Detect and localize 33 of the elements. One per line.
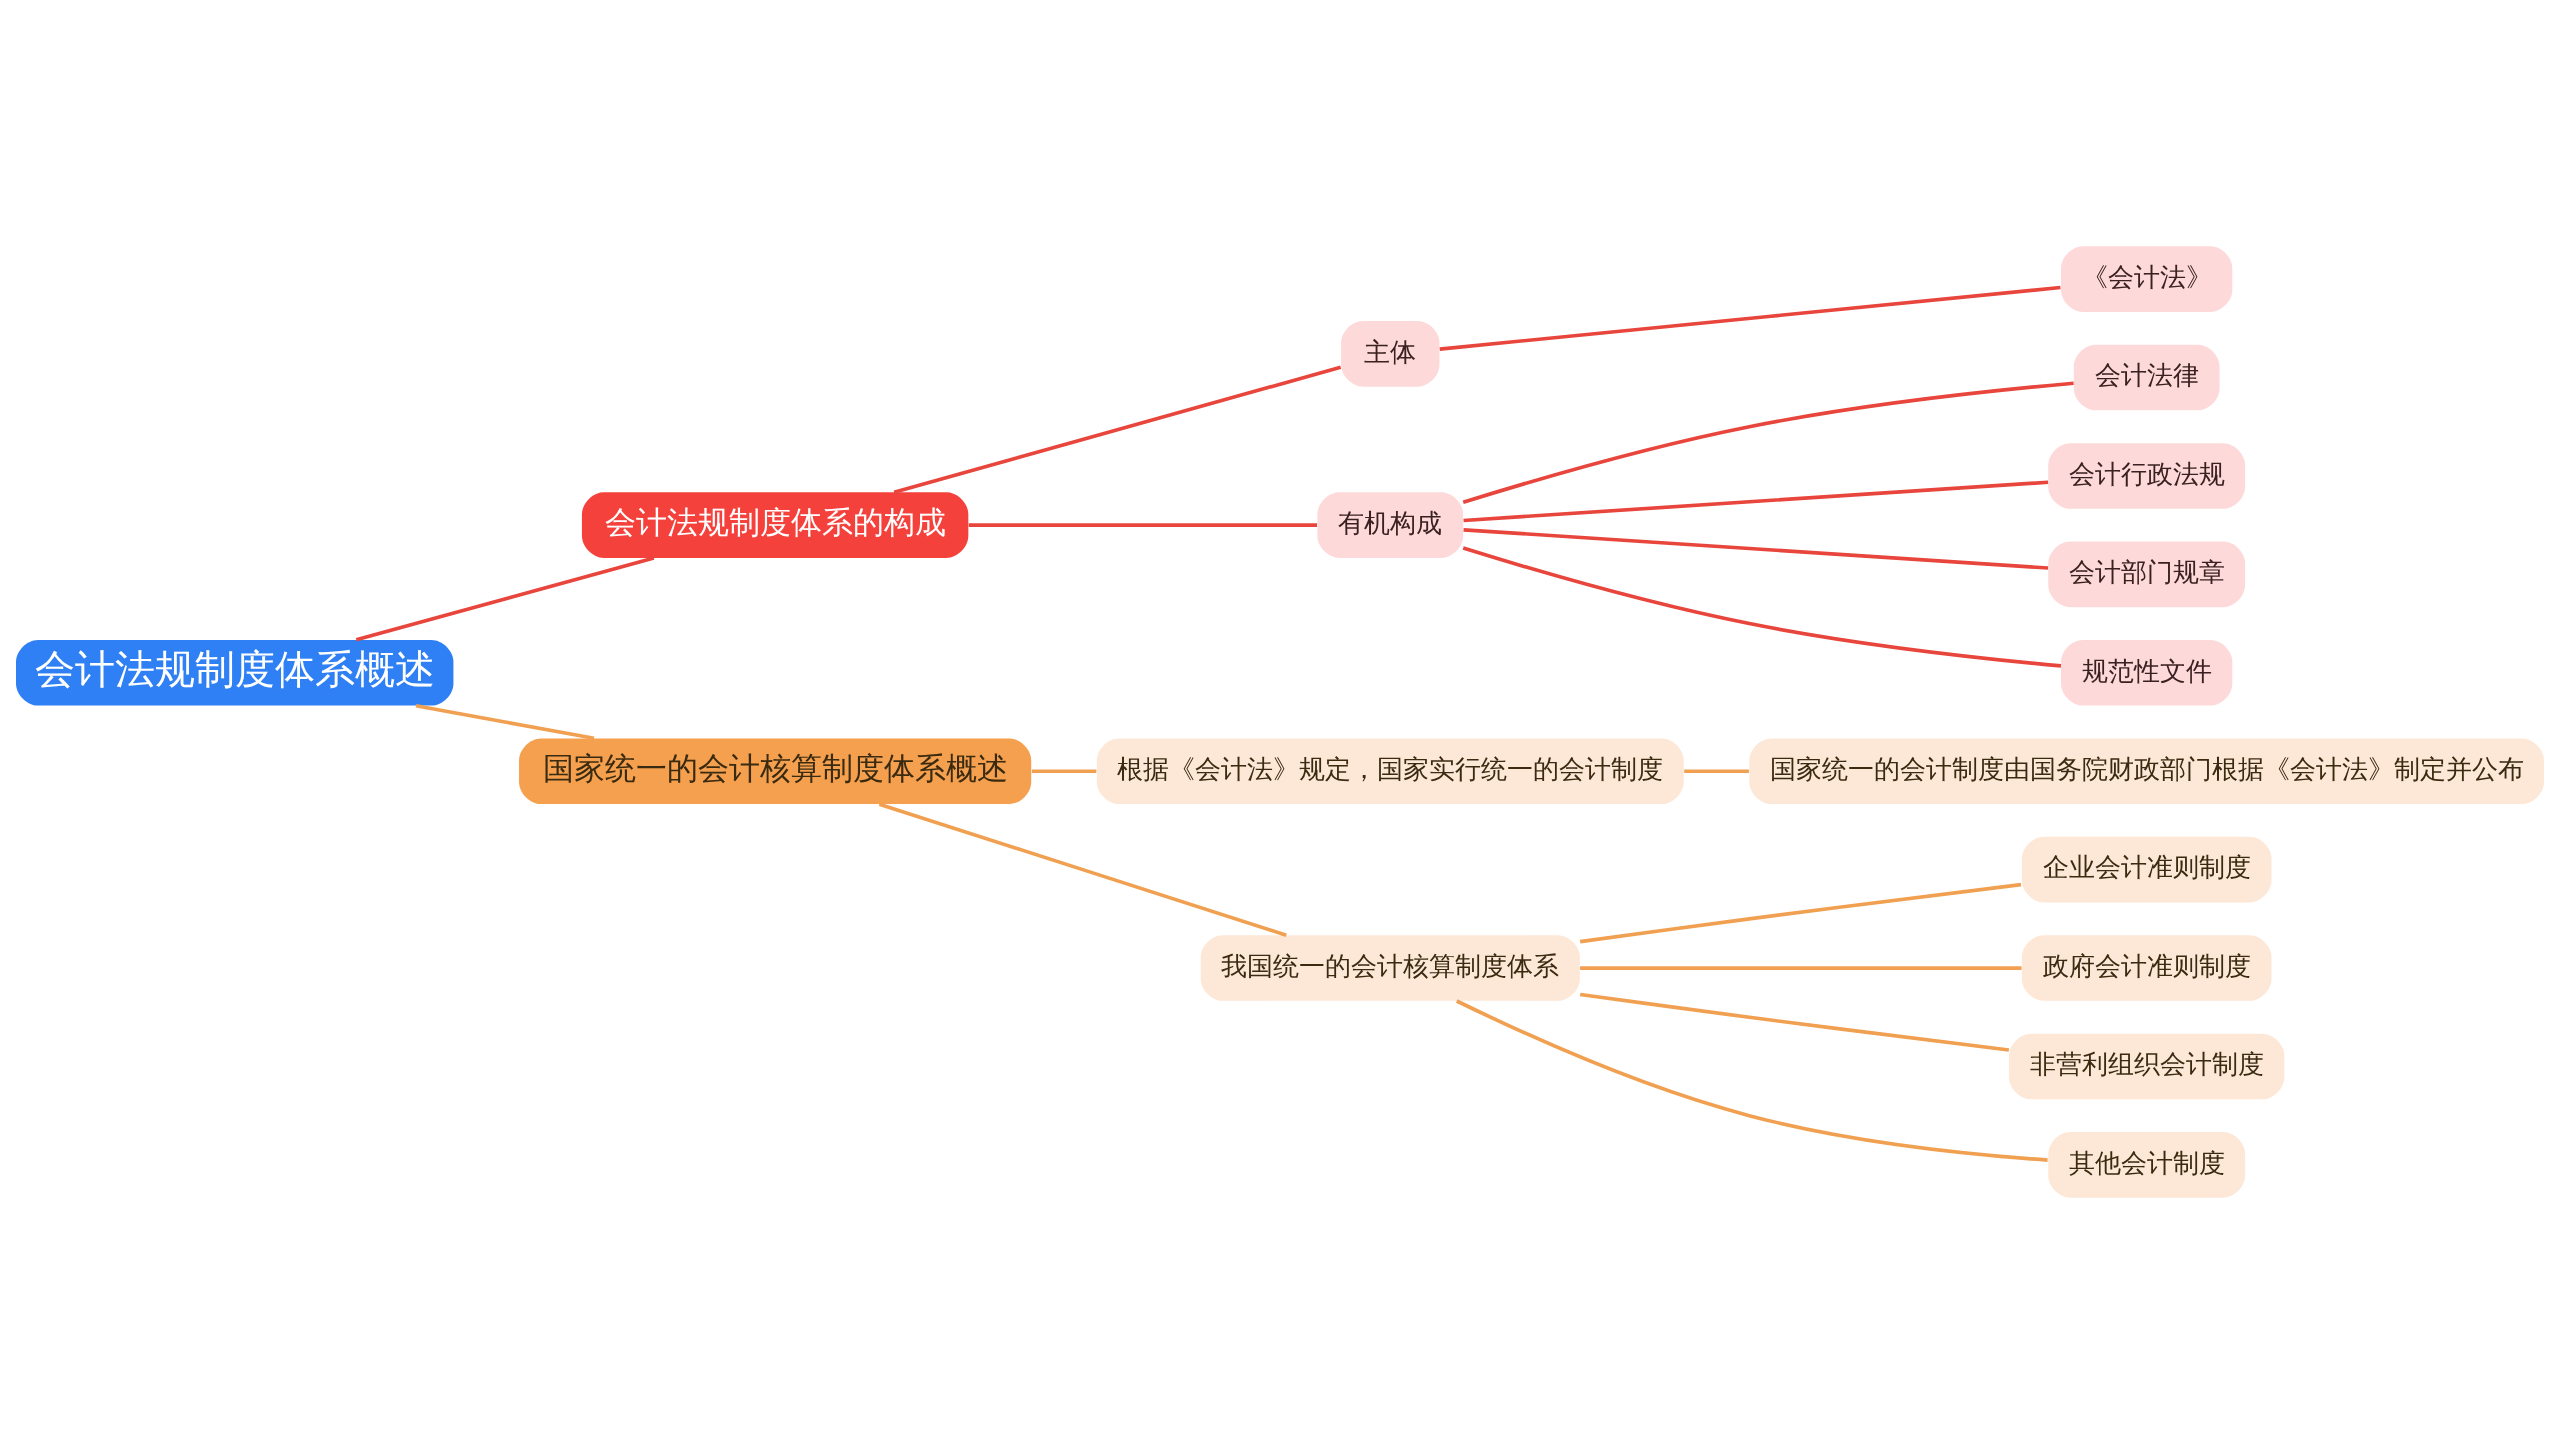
- node-box: 国家统一的会计制度由国务院财政部门根据《会计法》制定并公布: [1749, 737, 2544, 804]
- node-box: 非营利组织会计制度: [2009, 1033, 2285, 1099]
- node-box: 会计法规制度体系概述: [16, 639, 454, 706]
- node-box: 规范性文件: [2061, 639, 2233, 706]
- connector: [1455, 998, 2048, 1162]
- connector: [1031, 768, 1097, 773]
- node-box: 我国统一的会计核算制度体系: [1200, 934, 1580, 1001]
- connector: [893, 364, 1342, 494]
- connector: [1463, 527, 2049, 570]
- node-box: 会计行政法规: [2048, 442, 2246, 509]
- node-box: 会计部门规章: [2048, 541, 2246, 607]
- connector: [1462, 545, 2062, 668]
- node-box: 主体: [1341, 320, 1440, 387]
- node-box: 其他会计制度: [2048, 1131, 2246, 1198]
- node-box: 根据《会计法》规定，国家实行统一的会计制度: [1096, 737, 1684, 804]
- node-box: 企业会计准则制度: [2021, 836, 2272, 902]
- node-box: 会计法律: [2073, 344, 2220, 410]
- connector: [1462, 380, 2074, 504]
- node-box: 会计法规制度体系的构成: [581, 491, 969, 558]
- connector: [1439, 285, 2061, 351]
- connector: [968, 522, 1317, 527]
- node-box: 政府会计准则制度: [2021, 934, 2272, 1001]
- connector: [878, 801, 1287, 937]
- connector: [415, 703, 595, 740]
- connector: [1579, 992, 2010, 1052]
- connector: [1580, 965, 2022, 970]
- node-box: 有机构成: [1317, 491, 1464, 558]
- connector: [355, 555, 655, 642]
- node-box: 国家统一的会计核算制度体系概述: [519, 737, 1032, 804]
- connector: [1684, 768, 1749, 773]
- connector: [1463, 479, 2049, 522]
- node-box: 《会计法》: [2061, 245, 2233, 312]
- connector: [1579, 882, 2022, 943]
